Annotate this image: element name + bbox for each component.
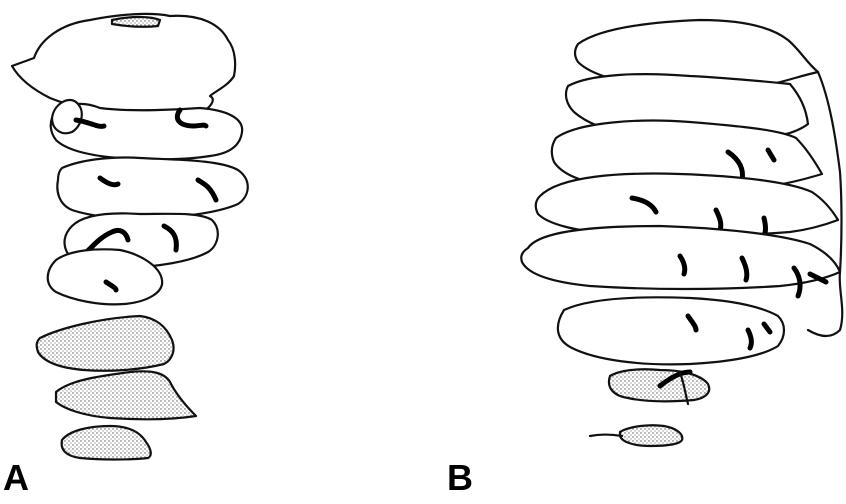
panel-a-drawing [12, 14, 248, 460]
panel-a-disc-1-stipple [112, 17, 160, 27]
panel-a-stippled-plate-1 [37, 316, 174, 371]
panel-a-stippled-plate-3 [62, 426, 151, 460]
panel-label-b: B [447, 460, 473, 496]
panel-b-stippled-plate-2 [620, 425, 682, 446]
panel-label-a: A [3, 460, 29, 496]
panel-a-disc-2-knob-left [52, 100, 82, 133]
panel-b-plate-2-tail [590, 435, 622, 437]
panel-a-disc-1 [12, 14, 235, 117]
panel-b-drawing [521, 20, 842, 446]
panel-a-stippled-plate-2 [56, 371, 196, 419]
panel-a-disc-3 [57, 157, 247, 218]
